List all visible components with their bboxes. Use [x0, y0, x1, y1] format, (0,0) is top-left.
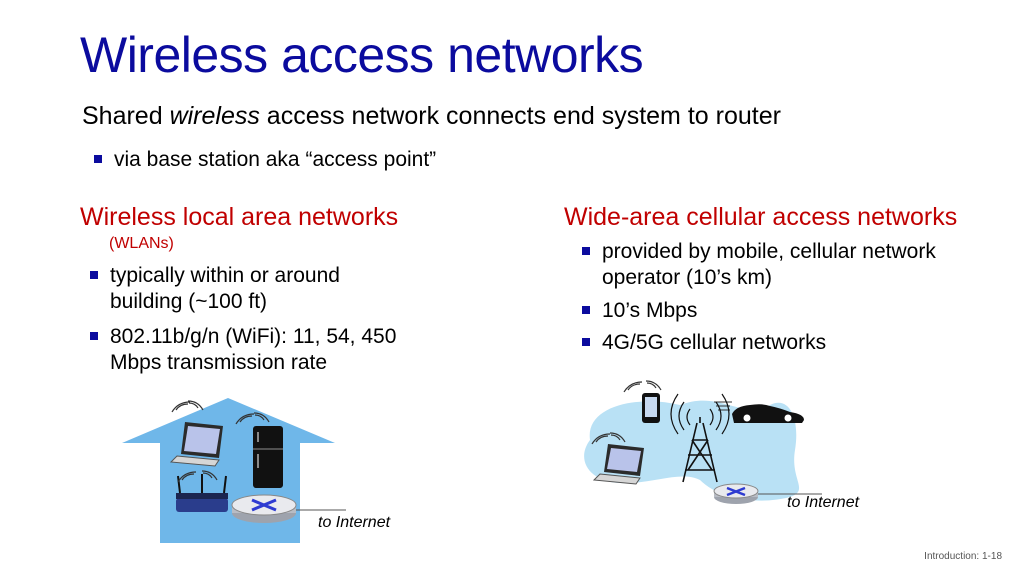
- phone-icon: [642, 393, 660, 423]
- cellular-bullet-1-line-1: provided by mobile, cellular network: [602, 240, 936, 263]
- laptop-icon: [169, 422, 223, 467]
- bullet-square-icon: [90, 271, 98, 279]
- bullet-square-icon: [582, 247, 590, 255]
- laptop-icon: [592, 444, 644, 485]
- cellular-heading: Wide-area cellular access networks: [564, 203, 958, 231]
- wifi-waves-icon: [177, 470, 218, 483]
- wlan-internet-caption: to Internet: [318, 514, 391, 531]
- router-icon: [231, 494, 297, 523]
- cell-tower-icon: [670, 393, 730, 483]
- wlan-bullet-2-line-1: 802.11b/g/n (WiFi): 11, 54, 450: [110, 325, 397, 348]
- house-shape: [122, 398, 335, 543]
- bullet-square-icon: [94, 155, 102, 163]
- refrigerator-icon: [253, 426, 283, 488]
- bullet-square-icon: [90, 332, 98, 340]
- wifi-waves-icon: [591, 432, 626, 445]
- subtitle-emphasis: wireless: [169, 102, 260, 130]
- wlan-bullet-1-line-1: typically within or around: [110, 264, 340, 287]
- wifi-router-icon: [176, 474, 228, 512]
- cellular-bullet-2: 10’s Mbps: [582, 298, 697, 324]
- subtitle-post: access network connects end system to ro…: [259, 102, 781, 130]
- router-icon: [713, 483, 759, 504]
- slide-footer: Introduction: 1-18: [924, 551, 1002, 562]
- cellular-bullet-2-text: 10’s Mbps: [602, 299, 698, 322]
- wlan-subheading: (WLANs): [109, 235, 174, 252]
- cellular-bullet-3-text: 4G/5G cellular networks: [602, 331, 827, 354]
- slide-title: Wireless access networks: [80, 27, 644, 83]
- wlan-bullet-1-line-2: building (~100 ft): [110, 290, 268, 313]
- cellular-bullet-1: provided by mobile, cellular network oper…: [582, 239, 936, 291]
- wifi-waves-icon: [623, 380, 662, 393]
- wifi-waves-icon: [235, 412, 270, 425]
- cellular-internet-caption: to Internet: [787, 494, 860, 511]
- slide-subtitle: Shared wireless access network connects …: [82, 102, 781, 131]
- bullet-square-icon: [582, 306, 590, 314]
- bullet-square-icon: [582, 338, 590, 346]
- cellular-bullet-1-line-2: operator (10’s km): [602, 266, 773, 289]
- car-icon: [714, 401, 804, 423]
- wlan-heading: Wireless local area networks: [80, 203, 399, 231]
- wlan-bullet-1: typically within or around building (~100…: [90, 263, 340, 315]
- cellular-bullet-3: 4G/5G cellular networks: [582, 330, 826, 356]
- wlan-bullet-2-line-2: Mbps transmission rate: [110, 351, 328, 374]
- subtitle-pre: Shared: [82, 102, 170, 130]
- wifi-waves-icon: [171, 400, 204, 413]
- sub-bullet-text: via base station aka “access point”: [114, 148, 437, 171]
- sub-bullet: via base station aka “access point”: [94, 147, 436, 173]
